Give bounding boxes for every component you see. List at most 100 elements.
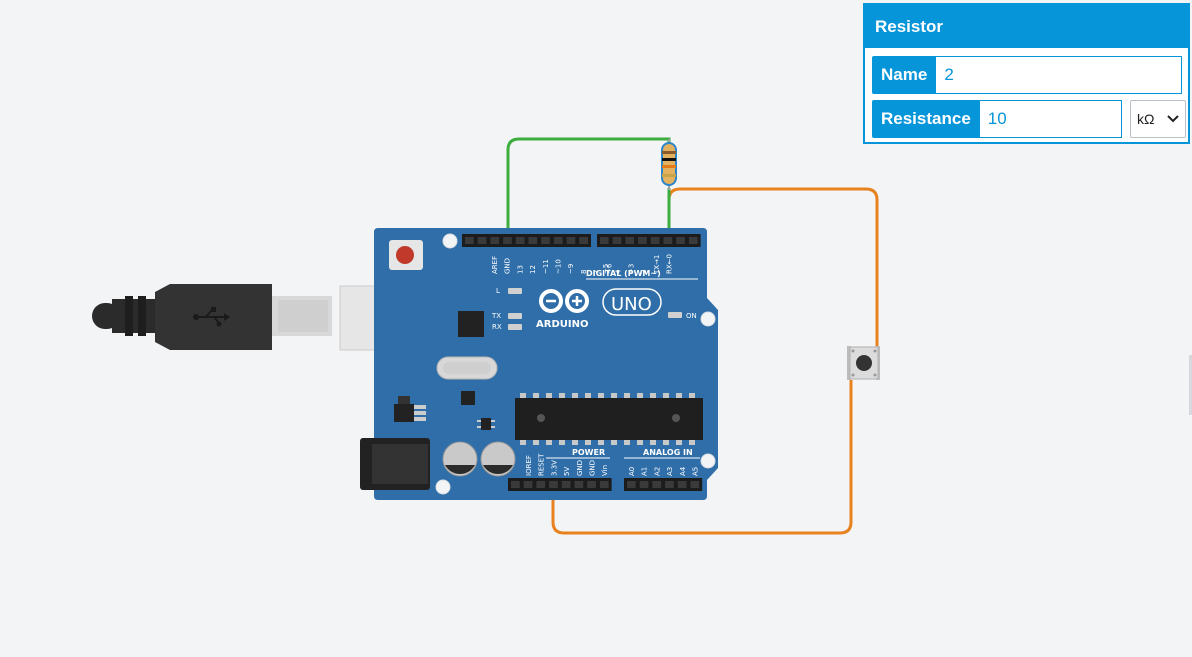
name-row: Name (872, 56, 1183, 94)
power-header[interactable] (508, 478, 612, 491)
pin-socket[interactable] (587, 481, 596, 488)
pin-socket[interactable] (652, 481, 662, 488)
pin-label: 2 (640, 270, 648, 274)
resistor-inspector-panel: Resistor Name Resistance kΩ (863, 3, 1190, 144)
pin-socket[interactable] (549, 481, 558, 488)
led-rx (508, 324, 522, 330)
scrollbar-edge[interactable] (1189, 355, 1192, 415)
pin-label: ~9 (567, 264, 575, 274)
pin-label: 7 (593, 270, 601, 274)
pin-label: IOREF (525, 455, 533, 476)
pin-socket[interactable] (625, 237, 635, 244)
reset-button[interactable] (389, 240, 423, 270)
name-label: Name (872, 56, 937, 94)
digital-header-right[interactable] (597, 234, 701, 247)
pin-label: TX→1 (653, 255, 661, 275)
wire-orange-lower[interactable] (551, 380, 853, 535)
pin-socket[interactable] (528, 237, 538, 244)
pin-socket[interactable] (690, 481, 700, 488)
pin-socket[interactable] (600, 237, 609, 244)
chevron-down-icon (1167, 115, 1179, 123)
power-header-label: POWER (572, 448, 605, 457)
pin-socket[interactable] (561, 481, 571, 488)
pin-label: Vin (601, 465, 609, 476)
analog-header[interactable] (624, 478, 703, 491)
pin-label: A1 (641, 467, 649, 476)
pin-label: GND (589, 460, 597, 476)
pushbutton[interactable] (847, 346, 880, 380)
pin-socket[interactable] (536, 481, 546, 488)
pin-socket[interactable] (599, 481, 609, 488)
pin-label: A2 (653, 467, 661, 476)
pin-socket[interactable] (688, 237, 698, 244)
pin-label: A3 (666, 467, 674, 476)
resistance-input[interactable] (979, 100, 1122, 138)
pin-label: AREF (491, 256, 499, 274)
usb-chip (458, 311, 484, 337)
pin-label: 12 (529, 265, 537, 274)
resistor[interactable] (661, 139, 677, 190)
mounting-hole (435, 479, 451, 495)
digital-header-left[interactable] (462, 234, 591, 247)
analog-header-label: ANALOG IN (643, 448, 693, 457)
led-tx-label: TX (491, 312, 501, 320)
pin-label: ~5 (602, 264, 610, 274)
pin-socket[interactable] (477, 237, 487, 244)
pin-socket[interactable] (503, 237, 512, 244)
pin-socket[interactable] (676, 237, 685, 244)
power-jack[interactable] (360, 438, 430, 490)
pin-label: GND (576, 460, 584, 476)
led-on (668, 312, 682, 318)
transistor (481, 418, 491, 430)
pin-label: RX←0 (666, 254, 674, 274)
inspector-title: Resistor (865, 5, 1188, 48)
pin-socket[interactable] (553, 237, 563, 244)
pin-label: GND (504, 258, 512, 274)
pin-socket[interactable] (579, 237, 588, 244)
pin-socket[interactable] (541, 237, 550, 244)
resistance-unit-select[interactable]: kΩ (1130, 100, 1186, 138)
led-rx-label: RX (492, 323, 502, 331)
pin-socket[interactable] (627, 481, 636, 488)
atmega-microcontroller (515, 393, 703, 445)
pin-socket[interactable] (639, 481, 649, 488)
led-tx (508, 313, 522, 319)
unit-value: kΩ (1137, 111, 1155, 127)
mounting-hole (442, 233, 458, 249)
pin-socket[interactable] (490, 237, 500, 244)
pin-socket[interactable] (574, 481, 584, 488)
pin-socket[interactable] (511, 481, 520, 488)
pin-label: ~6 (605, 263, 613, 274)
pin-label: 4 (615, 269, 623, 274)
mounting-hole (700, 453, 716, 469)
digital-header-label: DIGITAL (PWM~) (586, 269, 661, 278)
pin-label: ~11 (542, 259, 550, 274)
pin-label: 13 (516, 265, 524, 274)
resistance-row: Resistance (872, 100, 1122, 138)
led-on-label: ON (686, 312, 697, 320)
voltage-regulator (394, 396, 426, 422)
pin-socket[interactable] (612, 237, 622, 244)
pin-socket[interactable] (677, 481, 687, 488)
pin-socket[interactable] (523, 481, 533, 488)
pin-socket[interactable] (465, 237, 474, 244)
small-ic (461, 391, 475, 405)
resistance-label: Resistance (872, 100, 980, 138)
wire-green[interactable] (506, 137, 671, 240)
pin-socket[interactable] (665, 481, 674, 488)
mounting-hole (700, 311, 716, 327)
led-l (508, 288, 522, 294)
pin-socket[interactable] (566, 237, 576, 244)
pin-socket[interactable] (515, 237, 525, 244)
pin-label: RESET (538, 453, 546, 476)
name-input[interactable] (936, 56, 1183, 94)
brand-label: ARDUINO (536, 319, 588, 330)
pin-label: A5 (692, 467, 700, 476)
pin-socket[interactable] (650, 237, 660, 244)
pin-socket[interactable] (663, 237, 673, 244)
pin-socket[interactable] (638, 237, 647, 244)
